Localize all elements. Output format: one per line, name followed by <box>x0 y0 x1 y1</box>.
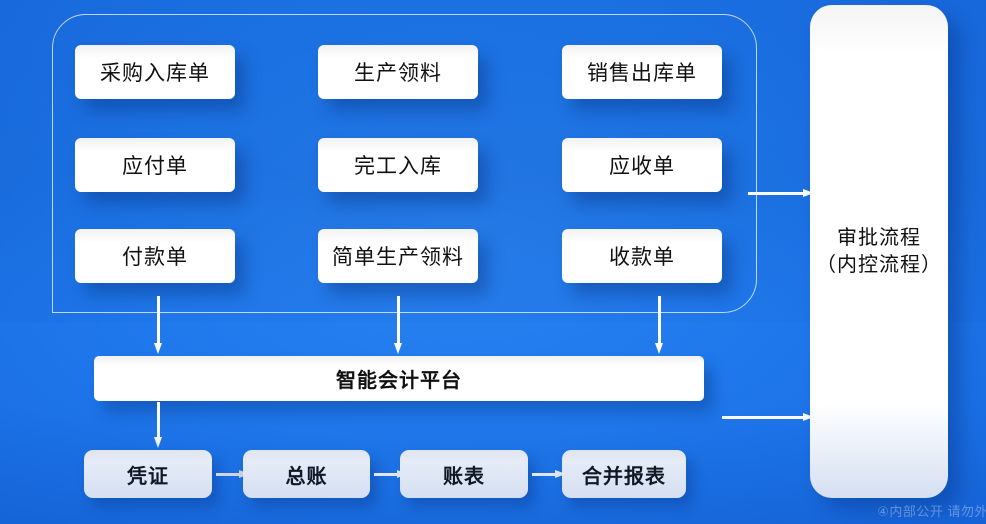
source-documents-group-frame <box>52 14 757 313</box>
arrow-documents-to-approval <box>748 189 814 198</box>
arrow-head <box>154 343 162 354</box>
document-card-label: 收款单 <box>609 246 675 269</box>
arrow-documents-to-platform-1 <box>154 296 163 354</box>
arrow-head <box>803 189 814 197</box>
arrow-shaft <box>157 296 160 343</box>
document-card-payable[interactable]: 应付单 <box>75 138 235 192</box>
output-card-label: 合并报表 <box>582 465 666 488</box>
document-card-finished-goods-receipt[interactable]: 完工入库 <box>318 138 478 192</box>
output-card-account-statement[interactable]: 账表 <box>400 450 528 498</box>
output-card-label: 账表 <box>443 465 485 488</box>
document-card-purchase-receipt[interactable]: 采购入库单 <box>75 45 235 99</box>
arrow-shaft <box>722 416 803 419</box>
document-card-label: 销售出库单 <box>587 62 697 85</box>
approval-flow-title: 审批流程 <box>837 226 921 249</box>
document-card-label: 生产领料 <box>354 62 442 85</box>
document-card-label: 完工入库 <box>354 155 442 178</box>
document-card-simple-production-issue[interactable]: 简单生产领料 <box>318 229 478 283</box>
platform-label: 智能会计平台 <box>336 370 462 392</box>
document-card-production-issue[interactable]: 生产领料 <box>318 45 478 99</box>
document-card-label: 简单生产领料 <box>332 246 464 269</box>
arrow-platform-to-approval <box>722 413 814 422</box>
arrow-documents-to-platform-3 <box>655 296 664 354</box>
output-card-label: 总账 <box>285 465 328 488</box>
arrow-documents-to-platform-2 <box>394 296 403 354</box>
output-card-voucher[interactable]: 凭证 <box>84 450 212 498</box>
document-card-payment[interactable]: 付款单 <box>75 229 235 283</box>
document-card-label: 付款单 <box>122 246 188 269</box>
document-card-label: 应付单 <box>122 155 188 178</box>
arrow-shaft <box>397 296 400 343</box>
arrow-head <box>655 343 663 354</box>
confidentiality-watermark: ④内部公开 请勿外 <box>877 504 986 519</box>
arrow-shaft <box>374 473 397 476</box>
document-card-receipt[interactable]: 收款单 <box>562 229 722 283</box>
output-card-consolidated-report[interactable]: 合并报表 <box>562 450 686 498</box>
document-card-label: 采购入库单 <box>100 62 210 85</box>
approval-flow-card[interactable]: 审批流程 （内控流程） <box>810 5 948 498</box>
arrow-shaft <box>748 192 803 195</box>
platform-bar[interactable]: 智能会计平台 <box>94 356 704 401</box>
document-card-sales-delivery[interactable]: 销售出库单 <box>562 45 722 99</box>
arrow-head <box>803 413 814 421</box>
arrow-platform-to-voucher <box>154 402 163 448</box>
output-card-label: 凭证 <box>127 465 169 488</box>
arrow-shaft <box>658 296 661 343</box>
arrow-head <box>555 470 566 478</box>
arrow-statement-to-consolidated <box>532 470 566 479</box>
arrow-head <box>394 343 402 354</box>
arrow-shaft <box>216 473 239 476</box>
document-card-receivable[interactable]: 应收单 <box>562 138 722 192</box>
output-card-general-ledger[interactable]: 总账 <box>243 450 370 498</box>
arrow-shaft <box>532 473 555 476</box>
document-card-label: 应收单 <box>609 155 675 178</box>
arrow-head <box>154 437 162 448</box>
approval-flow-subtitle: （内控流程） <box>816 253 942 276</box>
arrow-shaft <box>157 402 160 437</box>
